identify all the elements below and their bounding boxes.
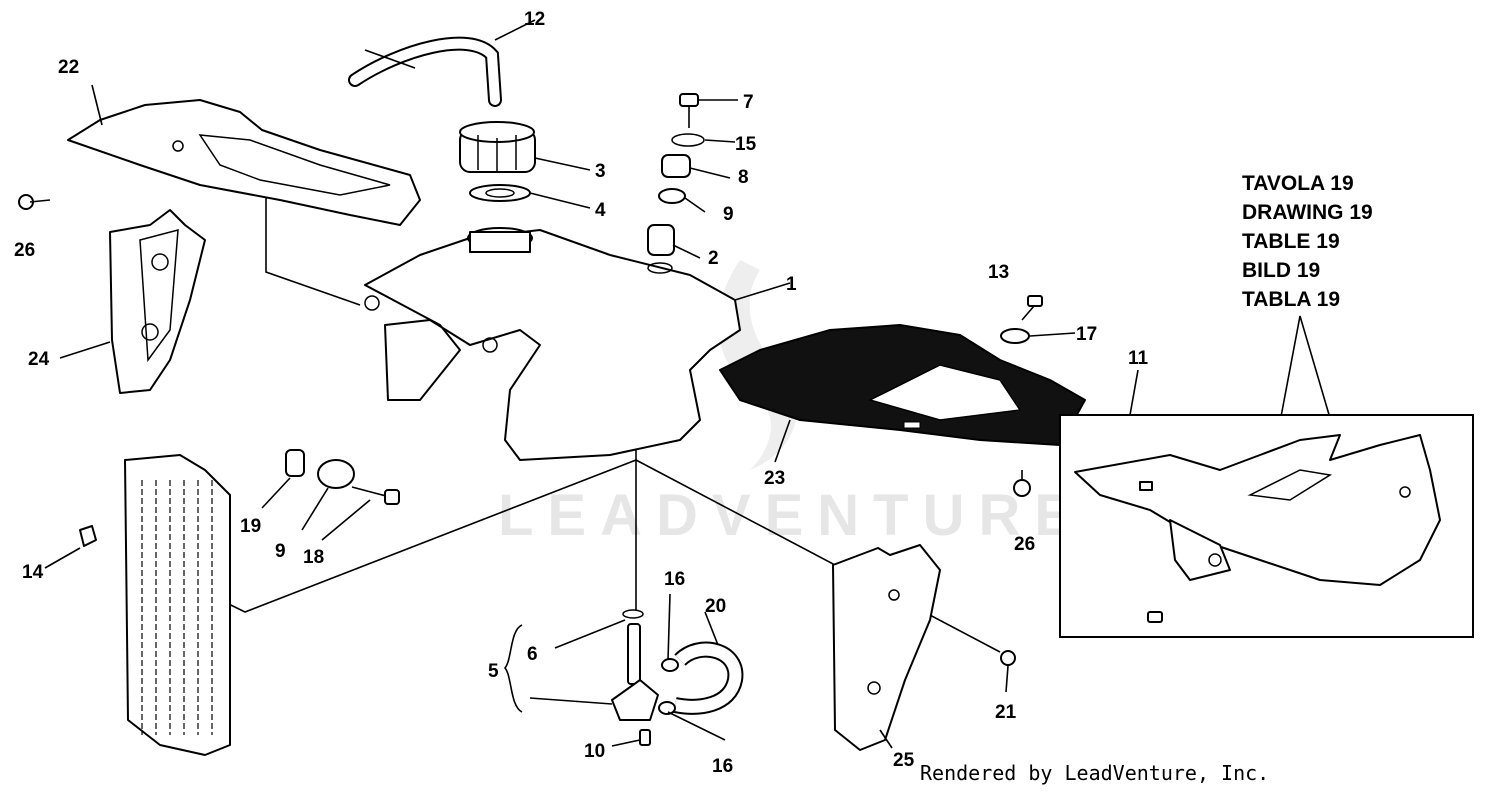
- part-5-petcock: [611, 609, 659, 746]
- part-23-shroud: [719, 324, 1086, 446]
- part-4-washer: [469, 184, 531, 202]
- part-12-hose: [348, 36, 502, 107]
- callout-3: 3: [595, 161, 606, 182]
- callout-15: 15: [735, 134, 757, 155]
- callout-19: 19: [240, 516, 261, 537]
- credit-text: Rendered by LeadVenture, Inc.: [920, 761, 1269, 785]
- part-13-17-hardware: [1000, 295, 1043, 344]
- callout-16-upper: 16: [664, 569, 685, 590]
- callout-25: 25: [893, 750, 915, 771]
- callout-26-right: 26: [1014, 534, 1035, 555]
- part-26-screw-right: [1013, 470, 1031, 497]
- callout-5: 5: [488, 661, 499, 682]
- callout-6: 6: [527, 644, 538, 665]
- callout-21: 21: [995, 702, 1017, 723]
- part-24-guard: [109, 209, 206, 394]
- reference-line-3: TABLE 19: [1242, 230, 1340, 253]
- callout-16-lower: 16: [712, 756, 733, 777]
- part-3-cap: [459, 121, 536, 173]
- callout-23: 23: [764, 468, 785, 489]
- callout-20: 20: [705, 596, 726, 617]
- callout-2: 2: [708, 248, 719, 269]
- mount-stack: [647, 93, 705, 256]
- part-25-guard: [832, 544, 941, 751]
- callout-14: 14: [22, 562, 44, 583]
- callout-4: 4: [595, 200, 606, 221]
- callout-10: 10: [584, 741, 605, 762]
- reference-table: TAVOLA 19 DRAWING 19 TABLE 19 BILD 19 TA…: [1242, 172, 1373, 311]
- callout-9-lower: 9: [275, 541, 286, 562]
- reference-line-4: BILD 19: [1242, 259, 1320, 282]
- callout-24: 24: [28, 349, 50, 370]
- reference-line-5: TABLA 19: [1242, 288, 1340, 311]
- callout-1: 1: [786, 274, 797, 295]
- watermark-text: LEADVENTURE: [498, 483, 1087, 548]
- callouts: 1 2 3 4 5 6 7 8 9 9 10 11 12 13 14 15 16…: [14, 9, 1149, 777]
- reference-line-1: TAVOLA 19: [1242, 172, 1354, 195]
- part-26-screw-left: [18, 194, 51, 210]
- part-21-screw: [1000, 650, 1016, 666]
- callout-7: 7: [743, 92, 754, 113]
- callout-18: 18: [303, 547, 324, 568]
- part-14-radiator: [79, 454, 231, 756]
- part-22-shroud: [67, 99, 421, 226]
- reference-line-2: DRAWING 19: [1242, 201, 1373, 224]
- callout-8: 8: [738, 167, 749, 188]
- part-1-tank: [364, 227, 741, 461]
- callout-9-upper: 9: [723, 204, 734, 225]
- callout-17: 17: [1076, 324, 1097, 345]
- callout-11: 11: [1128, 348, 1149, 369]
- leader-lines: [44, 19, 1139, 749]
- reference-inset: [1059, 414, 1474, 638]
- callout-26-left: 26: [14, 240, 35, 261]
- callout-13: 13: [988, 262, 1009, 283]
- parts-19-9-18: [285, 449, 400, 505]
- parts-16-20-hose: [658, 641, 744, 715]
- callout-12: 12: [524, 9, 545, 30]
- callout-22: 22: [58, 57, 79, 78]
